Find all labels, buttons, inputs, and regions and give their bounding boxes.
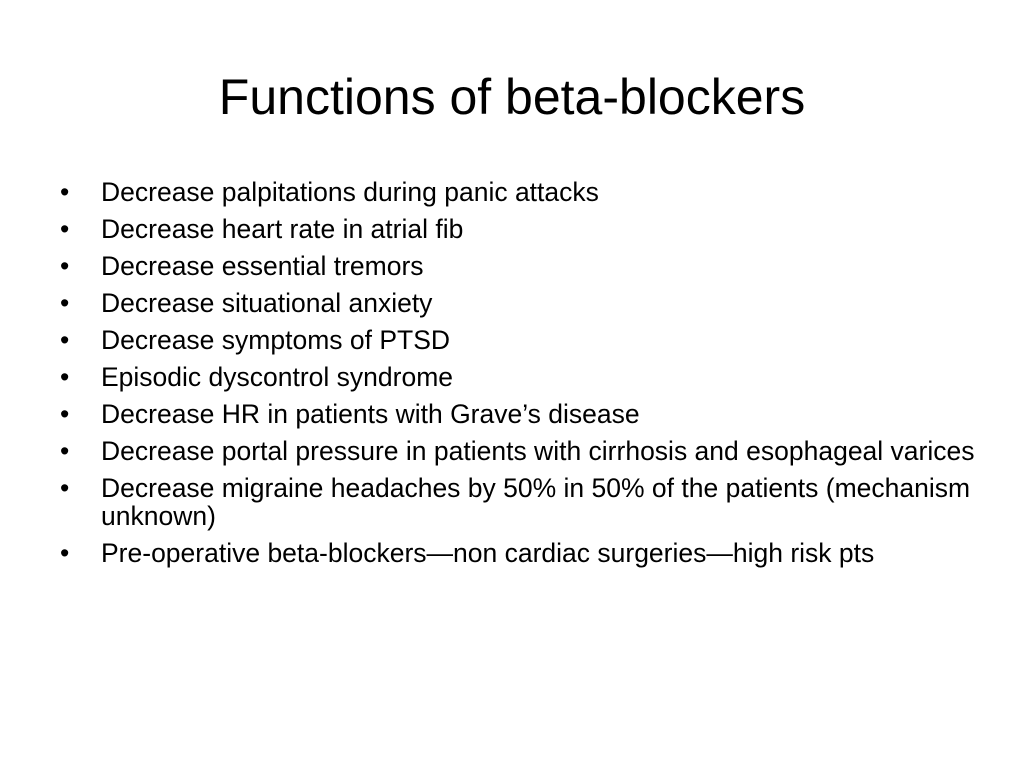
bullet-item: • Decrease essential tremors: [56, 252, 976, 280]
bullet-point-icon: •: [60, 214, 70, 244]
bullet-point-icon: •: [60, 362, 70, 392]
bullet-item: • Decrease palpitations during panic att…: [56, 178, 976, 206]
slide-title: Functions of beta-blockers: [218, 69, 806, 125]
bullet-item: • Pre-operative beta-blockers—non cardia…: [56, 539, 976, 567]
bullet-point-icon: •: [60, 325, 70, 355]
bullet-text: Decrease HR in patients with Grave’s dis…: [101, 399, 640, 429]
bullet-point-icon: •: [60, 288, 70, 318]
bullet-item: • Decrease symptoms of PTSD: [56, 326, 976, 354]
bullet-text: Decrease symptoms of PTSD: [101, 325, 451, 355]
bullet-text: Decrease portal pressure in patients wit…: [101, 436, 975, 466]
bullet-item: • Decrease portal pressure in patients w…: [56, 437, 976, 465]
bullet-text: Pre-operative beta-blockers—non cardiac …: [101, 538, 875, 568]
bullet-text: Decrease palpitations during panic attac…: [101, 177, 599, 207]
bullet-point-icon: •: [60, 473, 70, 503]
bullet-point-icon: •: [60, 177, 70, 207]
bullet-text: Decrease essential tremors: [101, 251, 424, 281]
bullet-point-icon: •: [60, 399, 70, 429]
bullet-item: • Decrease HR in patients with Grave’s d…: [56, 400, 976, 428]
bullet-point-icon: •: [60, 436, 70, 466]
bullet-item: • Decrease situational anxiety: [56, 289, 976, 317]
bullet-text: Decrease heart rate in atrial fib: [101, 214, 464, 244]
bullet-point-icon: •: [60, 538, 70, 568]
bullet-text: Episodic dyscontrol syndrome: [101, 362, 454, 392]
bullet-point-icon: •: [60, 251, 70, 281]
bullet-item: • Decrease heart rate in atrial fib: [56, 215, 976, 243]
bullet-text: Decrease migraine headaches by 50% in 50…: [101, 473, 971, 531]
bullet-item: • Episodic dyscontrol syndrome: [56, 363, 976, 391]
bullet-list: • Decrease palpitations during panic att…: [56, 178, 976, 576]
bullet-item: • Decrease migraine headaches by 50% in …: [56, 474, 976, 530]
bullet-text: Decrease situational anxiety: [101, 288, 433, 318]
